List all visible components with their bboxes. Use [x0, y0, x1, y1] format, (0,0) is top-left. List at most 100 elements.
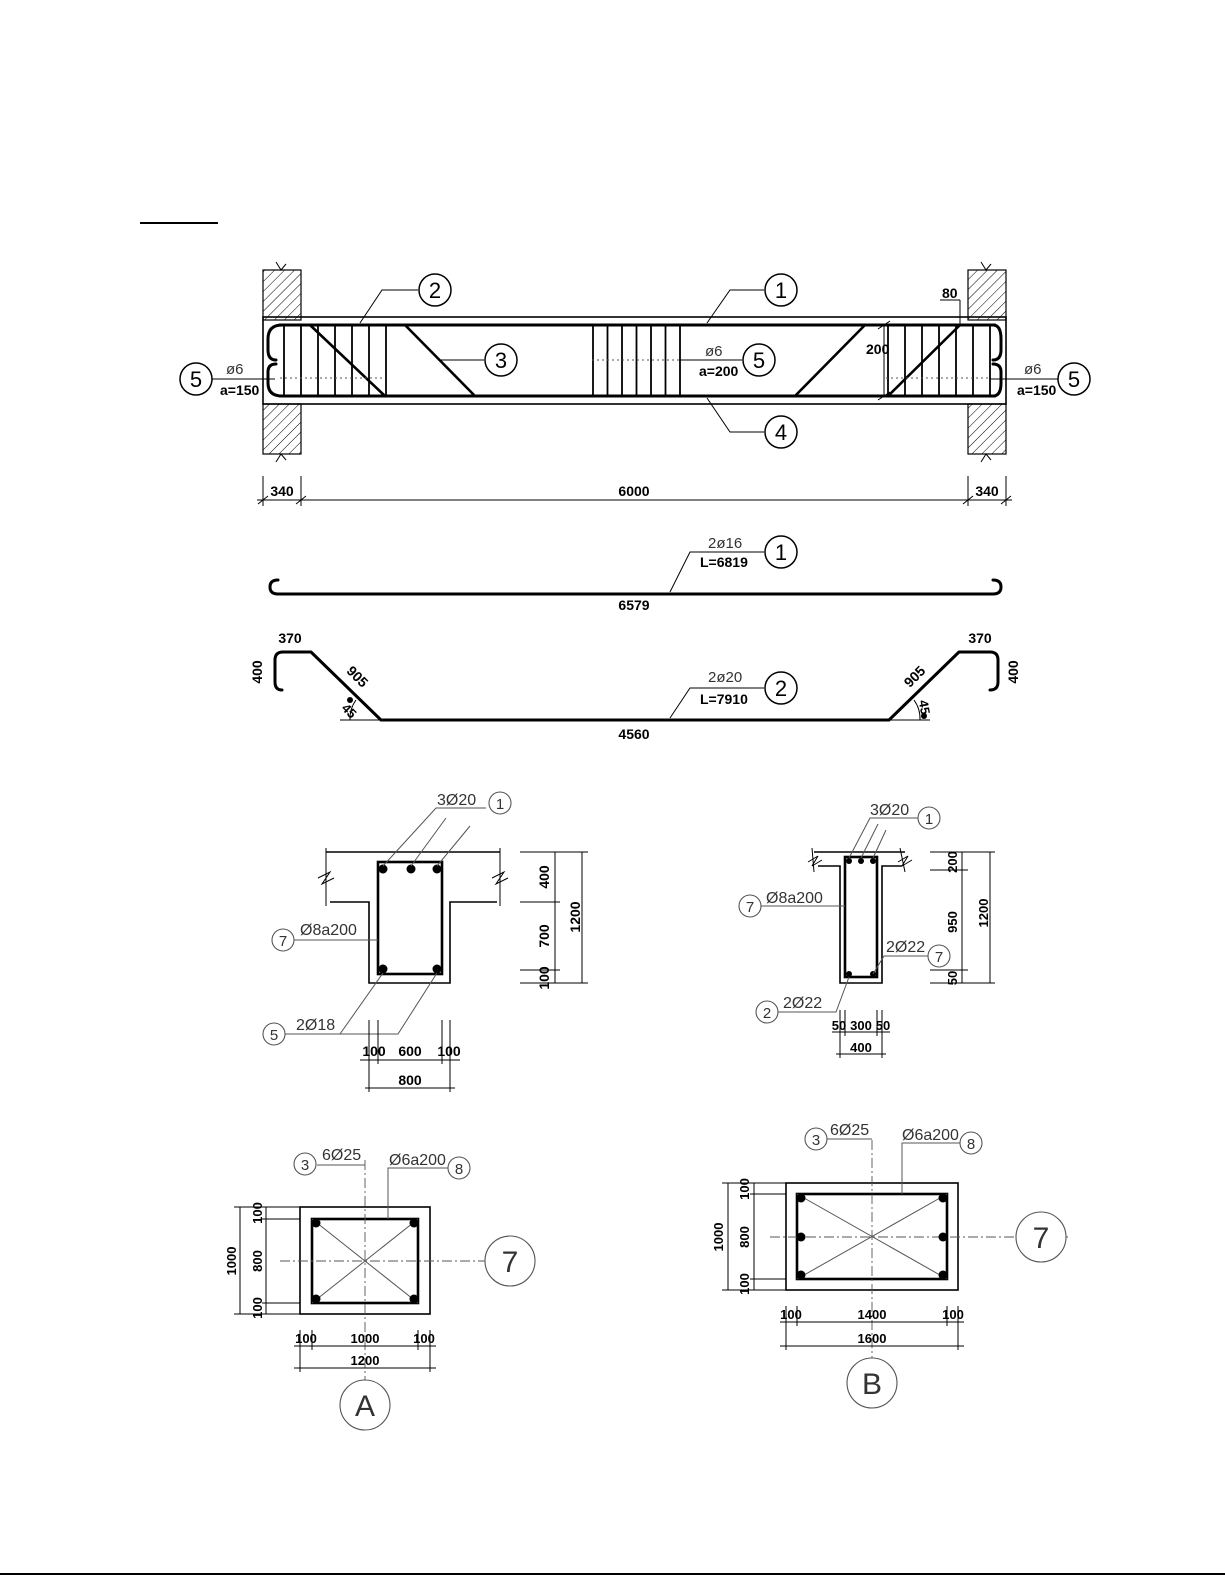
dim-left-340: 340 [270, 483, 294, 499]
t-stirrup-spec: Ø8a200 [300, 922, 357, 939]
mark-3-label: 3 [495, 348, 507, 373]
t-top-bars-mark-bubble: 1 [488, 791, 512, 815]
bar-1-mark: 1 [775, 540, 787, 565]
t-bottom-bars-spec: 2Ø18 [296, 1017, 335, 1034]
n-bottom-bars-mark-bubble: 2 [755, 1000, 779, 1024]
n-top-bars-mark-bubble: 1 [917, 806, 941, 830]
bar-hook-right-bottom [991, 362, 1003, 398]
n-stirrup-mark: 7 [746, 899, 754, 916]
a-ties-mark-bubble: 8 [447, 1156, 471, 1180]
b-dim-bottom-right: 100 [942, 1307, 964, 1322]
t-bottom-bars-mark: 5 [270, 1027, 278, 1044]
b-bars-mark: 3 [812, 1132, 820, 1149]
bar-hook-left-bottom [266, 362, 284, 398]
bar-hook-right [991, 323, 1003, 362]
column-section-a: 6Ø25 3 Ø6a200 8 100 800 100 1000 100 100… [224, 1147, 536, 1431]
bar-2-length: L=7910 [700, 691, 748, 707]
t-total-width: 800 [398, 1072, 422, 1088]
stirrup-left-spacing: a=150 [220, 382, 260, 398]
b-total-height: 1000 [711, 1223, 726, 1252]
mark-3-bubble: 3 [484, 343, 518, 377]
a-dim-left-bottom: 100 [250, 1297, 265, 1319]
a-bars-mark-bubble: 3 [293, 1152, 317, 1176]
bent-bar-left-1 [309, 324, 386, 397]
b-dim-left-top: 100 [737, 1178, 752, 1200]
bar-2-dim-bottom: 4560 [618, 726, 649, 742]
bent-bar-right-2 [887, 324, 961, 397]
b-section-label: B [862, 1368, 882, 1401]
mark-5-mid-bubble: 5 [742, 343, 776, 377]
a-total-width: 1200 [351, 1353, 380, 1368]
mark-5-mid-label: 5 [753, 348, 765, 373]
n-dim-top: 200 [945, 851, 960, 873]
bar-1-length: L=6819 [700, 554, 748, 570]
narrow-beam-section: 3Ø20 1 Ø8a200 7 2Ø22 7 2Ø22 2 200 950 5 [738, 802, 995, 1058]
t-stirrup-mark: 7 [279, 933, 287, 950]
t-dim-flange: 400 [536, 865, 552, 889]
stirrup-right-spacing: a=150 [1017, 382, 1057, 398]
t-stirrup-mark-bubble: 7 [271, 928, 295, 952]
n-dim-web: 950 [945, 911, 960, 933]
a-bars-mark: 3 [301, 1157, 309, 1174]
n-side-bars-mark-bubble: 7 [927, 944, 951, 968]
mark-4-label: 4 [775, 420, 787, 445]
mark-1-bubble: 1 [764, 273, 798, 307]
t-dim-bottom-mid: 600 [398, 1043, 422, 1059]
a-dim-bottom-left: 100 [295, 1331, 317, 1346]
n-top-bars-spec: 3Ø20 [870, 802, 909, 819]
a-dim-left-top: 100 [250, 1202, 265, 1224]
a-axis-bubble: 7 [484, 1235, 536, 1287]
n-dim-bottom-right: 50 [876, 1018, 890, 1033]
b-bars-spec: 6Ø25 [830, 1122, 869, 1139]
n-stirrup-spec: Ø8a200 [766, 890, 823, 907]
b-dim-left-mid: 800 [737, 1226, 752, 1248]
t-bottom-bars-mark-bubble: 5 [262, 1022, 286, 1046]
stirrup-mid-spacing: a=200 [699, 363, 739, 379]
bar-2-dim-hook-right: 400 [1005, 660, 1021, 684]
b-dim-bottom-mid: 1400 [858, 1307, 887, 1322]
dim-right-340: 340 [975, 483, 999, 499]
bent-bar-right-1 [794, 324, 866, 397]
bar-2-angle-right: 45 [916, 699, 933, 716]
t-top-bars-spec: 3Ø20 [437, 792, 476, 809]
b-bars-mark-bubble: 3 [804, 1127, 828, 1151]
b-ties-mark: 8 [967, 1136, 975, 1153]
a-total-height: 1000 [224, 1247, 239, 1276]
right-support-wall [967, 261, 1007, 463]
bar-2-dim-top-left: 370 [278, 630, 302, 646]
a-ties-mark: 8 [455, 1161, 463, 1178]
bar-2-spec: 2ø20 [708, 669, 742, 686]
mark-5-left-label: 5 [190, 367, 202, 392]
b-dim-bottom-left: 100 [780, 1307, 802, 1322]
b-dim-left-bottom: 100 [737, 1273, 752, 1295]
mark-2-bubble: 2 [418, 273, 452, 307]
mark-5-left-bubble: 5 [179, 362, 213, 396]
left-support-wall [262, 261, 302, 463]
column-section-b: 6Ø25 3 Ø6a200 8 100 800 100 1000 100 140… [711, 1122, 1070, 1410]
t-beam-section: 3Ø20 1 Ø8a200 7 2Ø18 5 400 700 100 1200 [262, 791, 588, 1092]
bar-2-mark: 2 [775, 676, 787, 701]
b-axis-bubble: 7 [1015, 1211, 1067, 1263]
n-total-width: 400 [850, 1040, 872, 1055]
stirrup-left-dia: ø6 [226, 361, 244, 378]
n-dim-bottom-left: 50 [832, 1018, 846, 1033]
bar-2-angle-left: 45 [339, 700, 360, 721]
t-top-bars-mark: 1 [496, 796, 504, 813]
beam-outline [262, 316, 1007, 405]
n-total-height: 1200 [976, 899, 991, 928]
b-section-bubble: B [846, 1357, 898, 1409]
a-dim-left-mid: 800 [250, 1250, 265, 1272]
t-dim-web: 700 [536, 924, 552, 948]
b-axis-label: 7 [1033, 1222, 1050, 1255]
bar-1-mark-bubble: 1 [764, 535, 798, 569]
bar-2-shape: 370 370 400 400 905 905 45 45 4560 2ø20 … [249, 630, 1021, 742]
n-bottom-bars-mark: 2 [763, 1005, 771, 1022]
b-total-width: 1600 [858, 1331, 887, 1346]
a-section-label: A [355, 1390, 375, 1423]
a-axis-label: 7 [502, 1246, 519, 1279]
bar-1-dim: 6579 [618, 597, 649, 613]
cover-dim: 80 [942, 285, 958, 301]
elevation-dimension: 340 6000 340 [257, 476, 1012, 506]
b-ties-mark-bubble: 8 [959, 1131, 983, 1155]
